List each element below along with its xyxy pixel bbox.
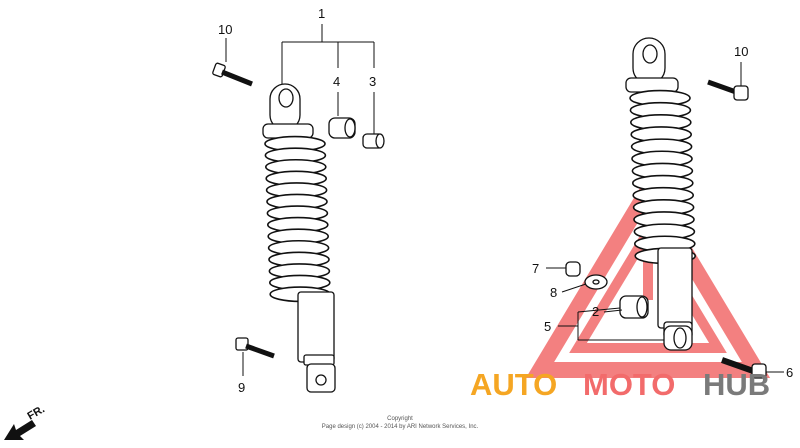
callout-1: 1 <box>318 6 325 21</box>
callout-4: 4 <box>333 74 340 89</box>
watermark-auto: AUTO <box>470 367 557 402</box>
watermark-moto: MOTO <box>583 367 675 402</box>
bushing-2 <box>619 295 649 319</box>
watermark-hub: HUB <box>703 367 770 402</box>
leader-lines <box>225 24 784 376</box>
bushing-4 <box>328 117 356 139</box>
washer-8 <box>584 274 608 290</box>
callout-3: 3 <box>369 74 376 89</box>
bolt-10-right <box>707 79 749 101</box>
bushing-5 <box>663 325 693 351</box>
front-direction-label: FR. <box>26 403 47 422</box>
callout-10-right: 10 <box>734 44 748 59</box>
bolt-9 <box>235 337 275 359</box>
watermark-text: AUTO MOTO HUB <box>470 367 770 402</box>
right-shock-absorber <box>625 37 697 339</box>
bolt-10-left <box>212 62 253 87</box>
bolt-6 <box>721 357 767 379</box>
copyright-notice: Page design (c) 2004 - 2014 by ARI Netwo… <box>322 424 479 430</box>
callout-5: 5 <box>544 319 551 334</box>
copyright-title: Copyright <box>387 416 413 422</box>
collar-3 <box>362 133 385 149</box>
nut-7 <box>565 261 581 277</box>
callout-7: 7 <box>532 261 539 276</box>
callout-6: 6 <box>786 365 793 380</box>
callout-9: 9 <box>238 380 245 395</box>
callout-10-left: 10 <box>218 22 232 37</box>
left-shock-absorber <box>262 83 336 393</box>
callout-2: 2 <box>592 304 599 319</box>
front-direction-arrow: FR. <box>4 403 47 440</box>
callout-8: 8 <box>550 285 557 300</box>
